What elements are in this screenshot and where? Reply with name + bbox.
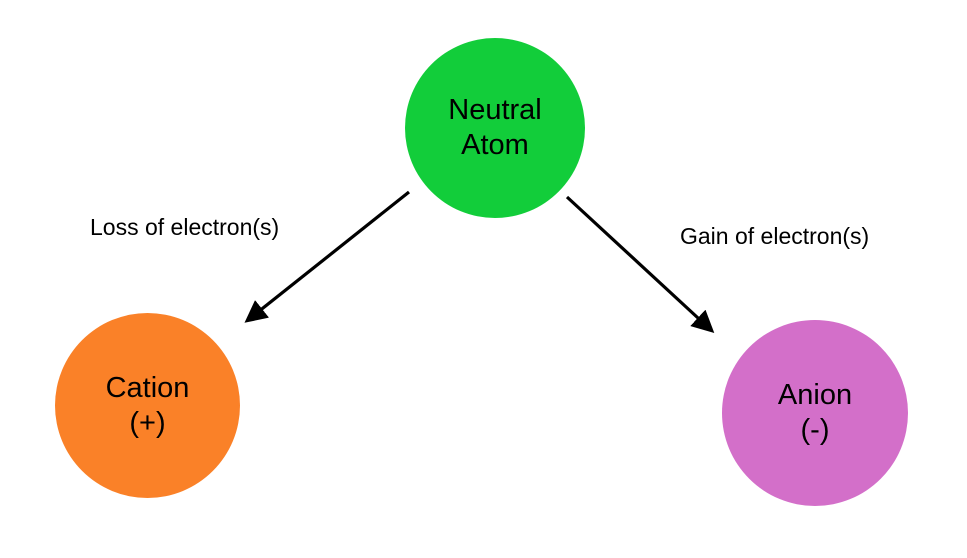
loss-arrow-label: Loss of electron(s) bbox=[90, 214, 280, 240]
node-anion: Anion (-) bbox=[722, 320, 908, 506]
node-label-line: Atom bbox=[461, 129, 529, 161]
gain-arrow-label: Gain of electron(s) bbox=[680, 223, 870, 249]
node-label-line: Cation bbox=[105, 371, 190, 404]
gain-arrow bbox=[565, 195, 715, 334]
node-label-line: Neutral bbox=[448, 94, 542, 126]
node-label-line: (-) bbox=[800, 414, 830, 446]
loss-arrow bbox=[244, 190, 410, 323]
node-label-line: Anion bbox=[777, 379, 853, 411]
node-cation: Cation (+) bbox=[55, 313, 240, 498]
node-label-line: (+) bbox=[129, 406, 166, 439]
node-neutral-atom: Neutral Atom bbox=[405, 38, 585, 218]
